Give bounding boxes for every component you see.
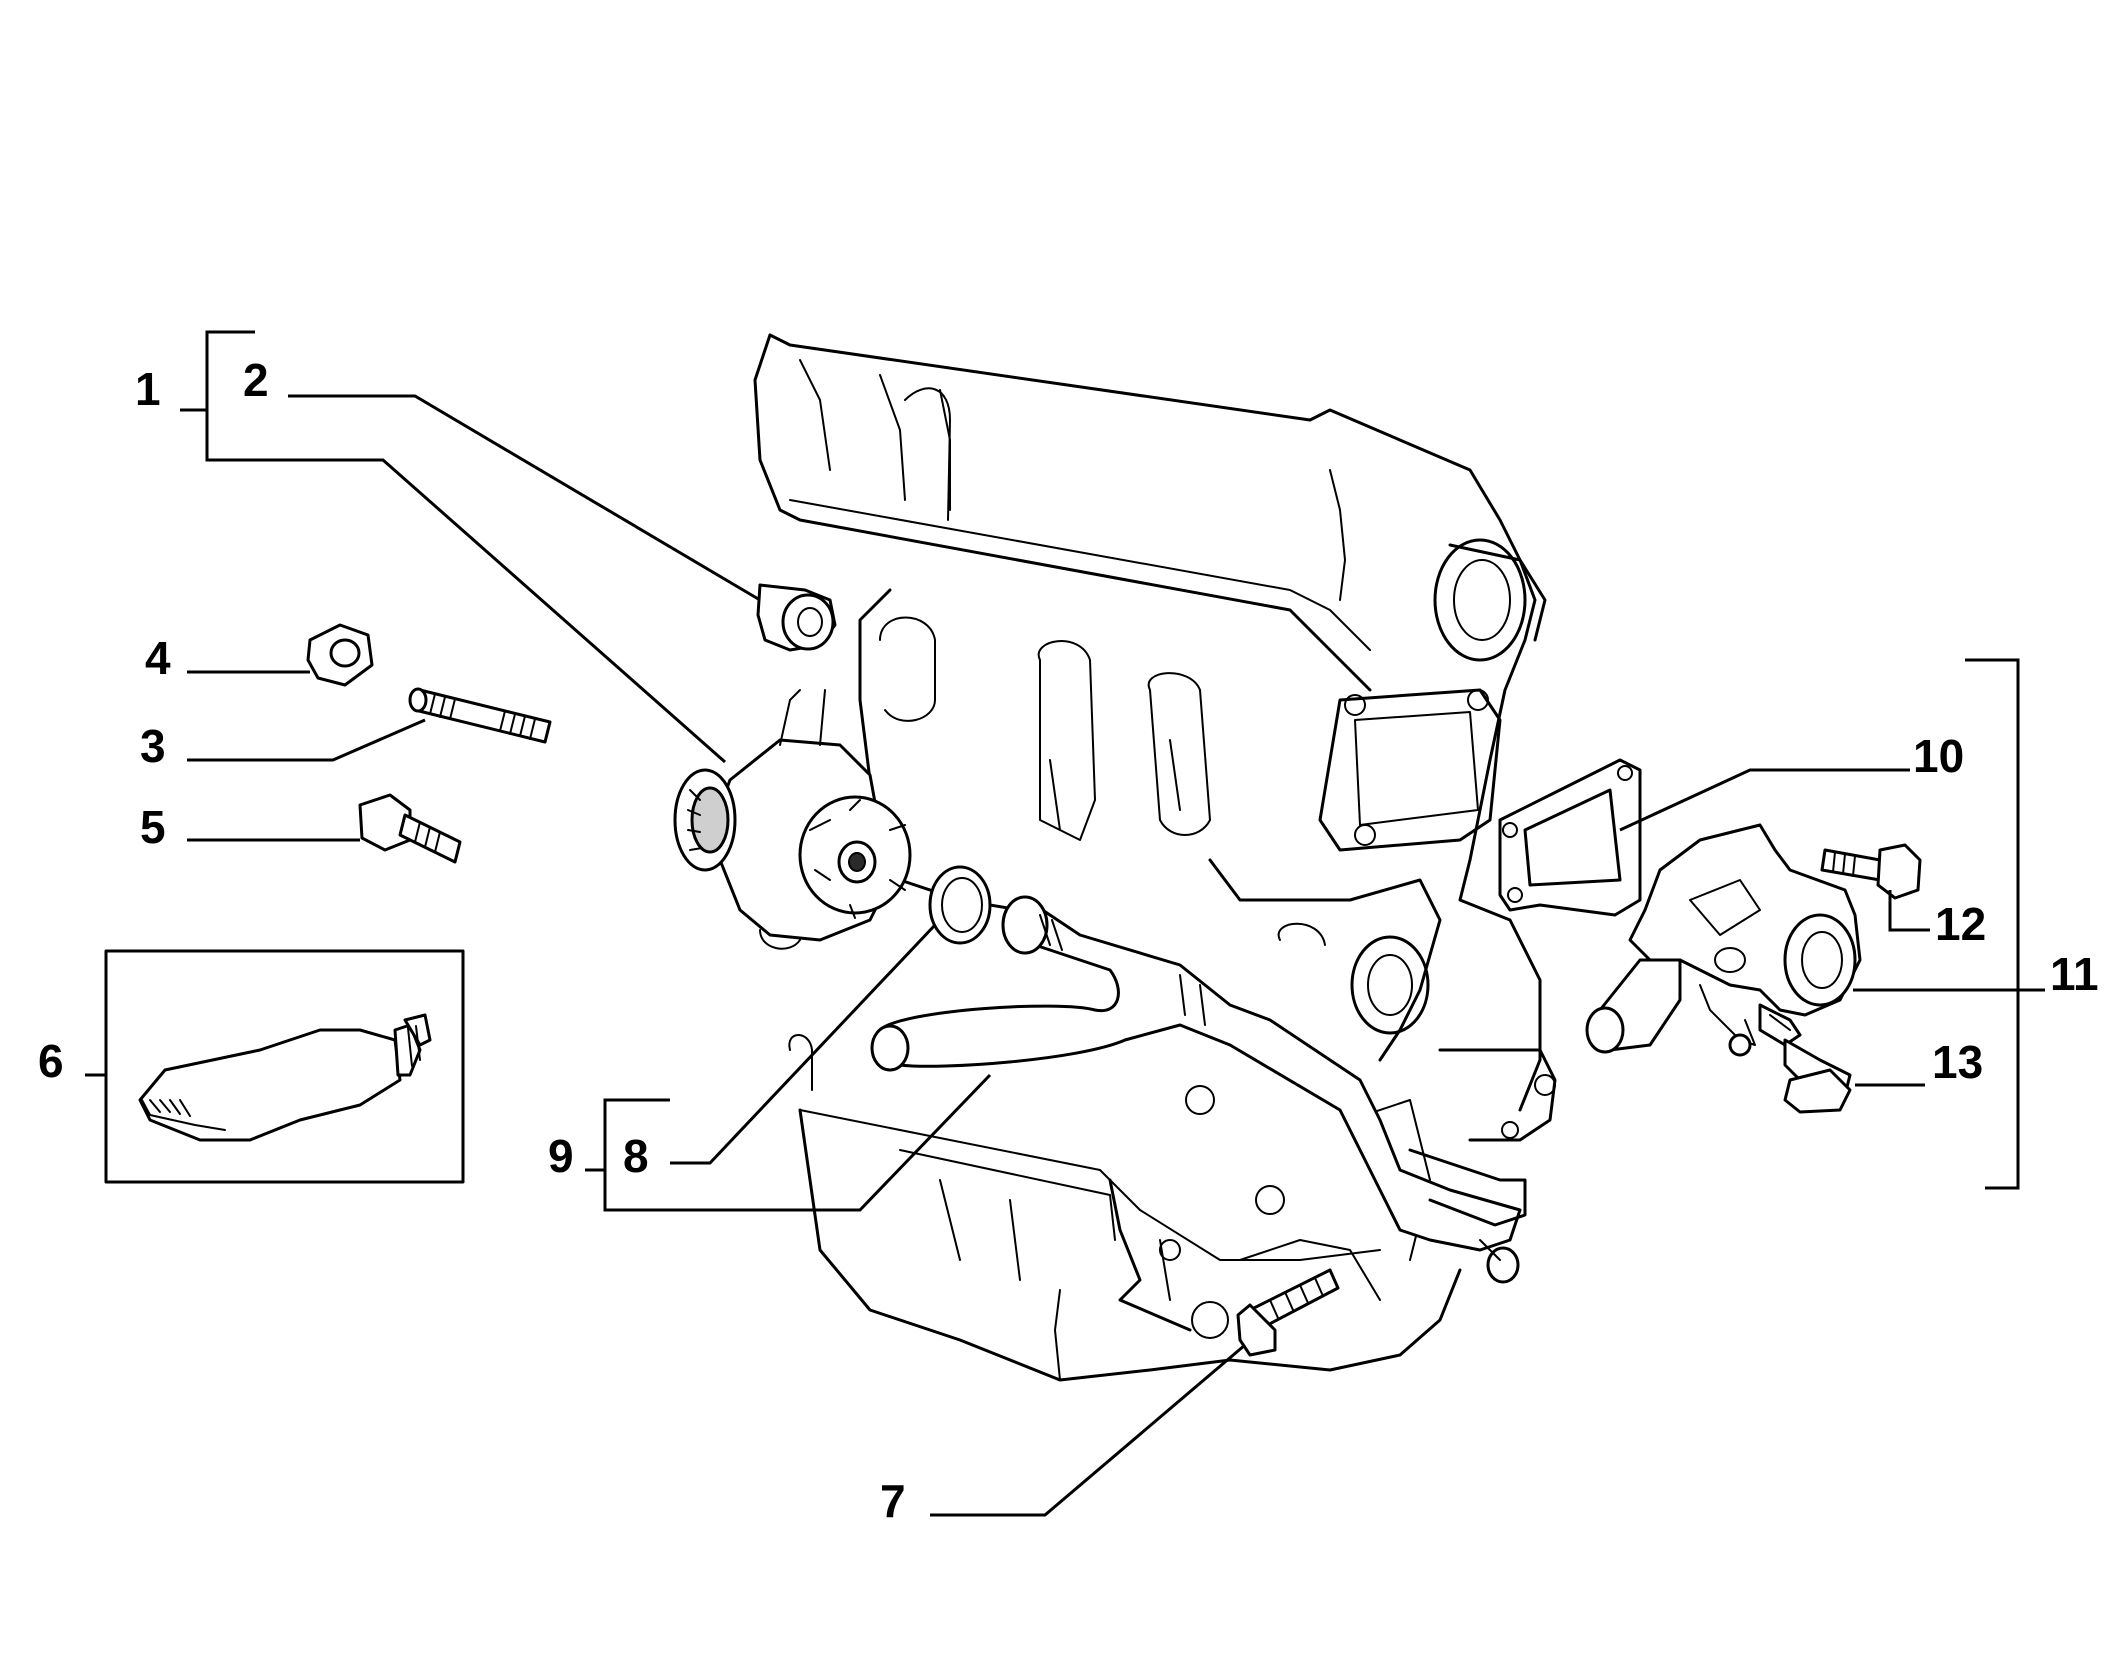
part-5-bolt	[358, 793, 462, 864]
part-3-stud	[408, 687, 552, 744]
callout-8: 8	[623, 1130, 649, 1182]
part-10-gasket	[1498, 758, 1642, 917]
part-4-nut	[306, 623, 374, 687]
callout-5: 5	[140, 801, 166, 853]
part-8-o-ring	[928, 865, 992, 945]
callout-9: 9	[548, 1130, 574, 1182]
part-13-temperature-sensor	[1758, 1003, 1852, 1114]
callout-6: 6	[38, 1035, 64, 1087]
part-2-bushing	[756, 583, 837, 652]
part-11-thermostat-housing	[1585, 823, 1862, 1057]
part-1-water-pump	[673, 689, 912, 950]
callout-1: 1	[135, 363, 161, 415]
part-7-bolt	[1236, 1268, 1340, 1357]
callout-4: 4	[145, 632, 171, 684]
part-12-bolt	[1820, 843, 1922, 900]
callout-2: 2	[243, 354, 269, 406]
callout-12: 12	[1935, 898, 1986, 950]
callout-13: 13	[1932, 1036, 1983, 1088]
callout-11: 11	[2050, 948, 2099, 1000]
callout-labels: 1 2 3 4 5 6 7 8 9 10 11 12 13	[38, 354, 2099, 1527]
callout-10: 10	[1913, 730, 1964, 782]
callout-7: 7	[880, 1475, 906, 1527]
part-6-sealant-tube	[104, 949, 465, 1184]
part-9-coolant-pipe	[870, 895, 1527, 1284]
callout-3: 3	[140, 720, 166, 772]
sealant-box-frame	[104, 949, 465, 1184]
leader-lines	[85, 330, 2045, 1517]
